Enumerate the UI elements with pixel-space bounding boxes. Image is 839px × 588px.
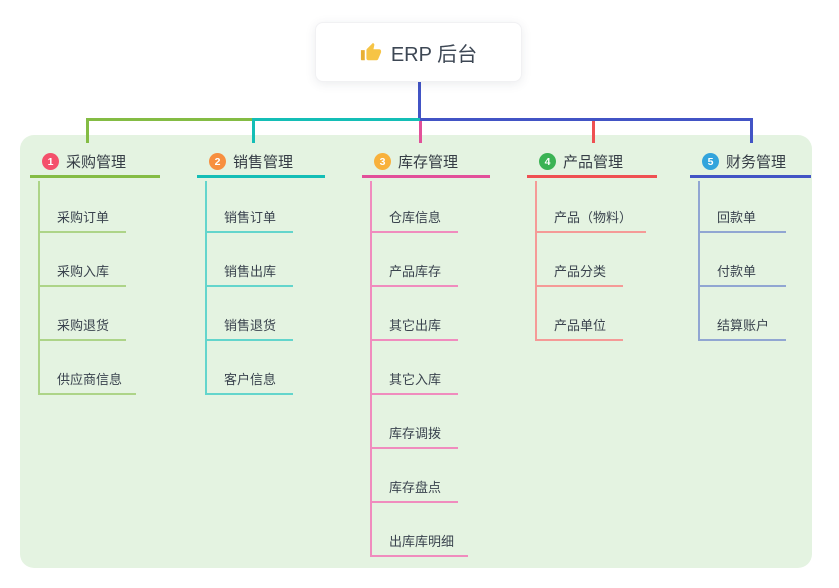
branch-label: 库存管理 (398, 154, 459, 171)
child-node[interactable]: 结算账户 (700, 317, 786, 341)
thumbs-up-icon (360, 41, 382, 63)
child-node[interactable]: 出库库明细 (372, 533, 469, 557)
connector-bus-segment (420, 118, 753, 121)
branch-node-4[interactable]: 4 产品管理 (527, 148, 657, 178)
branch-label: 采购管理 (66, 154, 127, 171)
connector-branch-drop (419, 121, 422, 143)
root-node[interactable]: ERP 后台 (315, 22, 522, 82)
child-node[interactable]: 销售订单 (207, 209, 293, 233)
connector-branch-drop (86, 118, 89, 143)
branch-number-badge: 2 (209, 153, 226, 170)
child-node[interactable]: 回款单 (700, 209, 786, 233)
branch-node-1[interactable]: 1 采购管理 (30, 148, 160, 178)
child-node[interactable]: 采购订单 (40, 209, 126, 233)
child-node[interactable]: 采购退货 (40, 317, 126, 341)
branches-panel (20, 135, 812, 568)
root-label: ERP 后台 (390, 43, 478, 66)
connector-root-drop (418, 82, 421, 118)
branch-children-3: 仓库信息产品库存其它出库其它入库库存调拨库存盘点出库库明细 (370, 181, 469, 557)
child-node[interactable]: 供应商信息 (40, 371, 137, 395)
child-node[interactable]: 产品库存 (372, 263, 458, 287)
child-node[interactable]: 采购入库 (40, 263, 126, 287)
branch-children-5: 回款单付款单结算账户 (698, 181, 786, 341)
branch-node-2[interactable]: 2 销售管理 (197, 148, 325, 178)
child-node[interactable]: 产品（物料） (537, 209, 647, 233)
child-node[interactable]: 销售退货 (207, 317, 293, 341)
branch-children-4: 产品（物料） 产品分类产品单位 (535, 181, 647, 341)
connector-bus-segment (86, 118, 252, 121)
child-node[interactable]: 付款单 (700, 263, 786, 287)
child-node[interactable]: 客户信息 (207, 371, 293, 395)
child-node[interactable]: 仓库信息 (372, 209, 458, 233)
child-node[interactable]: 销售出库 (207, 263, 293, 287)
connector-branch-drop (592, 121, 595, 143)
branch-label: 销售管理 (233, 154, 294, 171)
connector-bus-segment (252, 118, 420, 121)
child-node[interactable]: 产品分类 (537, 263, 623, 287)
child-node[interactable]: 其它出库 (372, 317, 458, 341)
branch-children-1: 采购订单采购入库采购退货供应商信息 (38, 181, 137, 395)
branch-label: 产品管理 (563, 154, 624, 171)
branch-number-badge: 4 (539, 153, 556, 170)
child-node[interactable]: 产品单位 (537, 317, 623, 341)
child-node[interactable]: 其它入库 (372, 371, 458, 395)
branch-number-badge: 3 (374, 153, 391, 170)
child-node[interactable]: 库存调拨 (372, 425, 458, 449)
branch-number-badge: 5 (702, 153, 719, 170)
child-node[interactable]: 库存盘点 (372, 479, 458, 503)
connector-branch-drop (750, 118, 753, 143)
branch-node-3[interactable]: 3 库存管理 (362, 148, 490, 178)
branch-number-badge: 1 (42, 153, 59, 170)
branch-label: 财务管理 (726, 154, 787, 171)
branch-node-5[interactable]: 5 财务管理 (690, 148, 811, 178)
connector-branch-drop (252, 118, 255, 143)
branch-children-2: 销售订单销售出库销售退货客户信息 (205, 181, 293, 395)
